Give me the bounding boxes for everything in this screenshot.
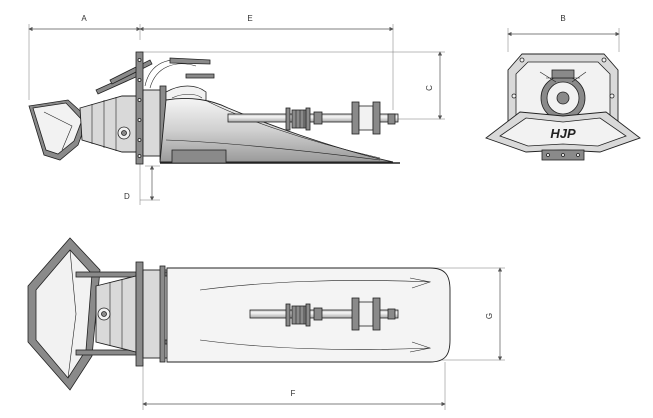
dimension-b-label: B	[560, 14, 565, 23]
dimension-f-label: F	[291, 389, 296, 398]
manufacturer-logo: HJP	[550, 126, 576, 141]
dimension-c-label: C	[425, 85, 434, 91]
dimension-a-label: A	[81, 14, 87, 23]
dimension-d-label: D	[124, 192, 130, 201]
rear-view: B HJP	[485, 14, 641, 161]
side-view: A E C D	[28, 14, 445, 205]
dimension-e-label: E	[247, 14, 252, 23]
dimension-d: D	[124, 163, 160, 205]
dimension-g-label: G	[485, 313, 494, 319]
dimension-a: A	[28, 14, 141, 100]
dimension-c: C	[140, 51, 445, 120]
dimension-b: B	[507, 14, 620, 52]
top-view: G F	[27, 237, 505, 410]
dimension-f: F	[142, 362, 446, 410]
dimension-e: E	[139, 14, 394, 110]
